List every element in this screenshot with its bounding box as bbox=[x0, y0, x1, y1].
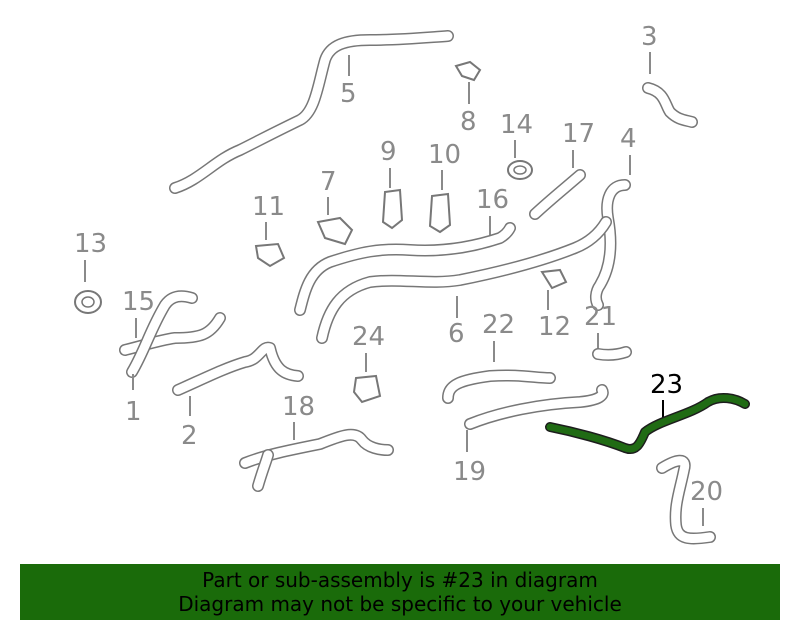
part-16-hose[interactable] bbox=[294, 222, 516, 316]
callout-14[interactable]: 14 bbox=[500, 110, 533, 140]
callout-24[interactable]: 24 bbox=[352, 322, 385, 352]
callout-23[interactable]: 23 bbox=[650, 370, 683, 400]
part-3-hose[interactable] bbox=[642, 82, 698, 128]
part-1-hose[interactable] bbox=[126, 290, 198, 378]
part-20-hose[interactable] bbox=[656, 454, 716, 545]
part-6-hose[interactable] bbox=[316, 216, 612, 344]
part-7-clip[interactable] bbox=[316, 216, 354, 246]
part-12-clip[interactable] bbox=[540, 268, 568, 290]
callout-22[interactable]: 22 bbox=[482, 310, 515, 340]
part-17-hose[interactable] bbox=[529, 169, 586, 220]
callout-16[interactable]: 16 bbox=[476, 185, 509, 215]
callout-20[interactable]: 20 bbox=[690, 477, 723, 507]
banner-line-disclaimer: Diagram may not be specific to your vehi… bbox=[178, 592, 622, 616]
part-5-hose[interactable] bbox=[169, 30, 454, 194]
callout-1[interactable]: 1 bbox=[125, 397, 142, 427]
callout-12[interactable]: 12 bbox=[538, 312, 571, 342]
callout-10[interactable]: 10 bbox=[428, 140, 461, 170]
callout-7[interactable]: 7 bbox=[320, 167, 337, 197]
callout-13[interactable]: 13 bbox=[74, 229, 107, 259]
callout-18[interactable]: 18 bbox=[282, 392, 315, 422]
callout-2[interactable]: 2 bbox=[181, 421, 198, 451]
part-11-clip[interactable] bbox=[254, 242, 286, 268]
part-10-bracket[interactable] bbox=[428, 192, 452, 234]
callout-17[interactable]: 17 bbox=[562, 119, 595, 149]
part-4-hose[interactable] bbox=[589, 179, 631, 311]
part-13-clamp[interactable] bbox=[74, 290, 102, 314]
part-23-hose-highlighted[interactable] bbox=[545, 392, 750, 454]
part-9-bracket[interactable] bbox=[381, 188, 404, 230]
callout-21[interactable]: 21 bbox=[584, 302, 617, 332]
part-2-hose[interactable] bbox=[172, 341, 304, 396]
part-21-hose[interactable] bbox=[592, 346, 632, 361]
banner-line-part: Part or sub-assembly is #23 in diagram bbox=[202, 568, 598, 592]
callout-6[interactable]: 6 bbox=[448, 319, 465, 349]
callout-19[interactable]: 19 bbox=[453, 457, 486, 487]
part-8-clip[interactable] bbox=[454, 60, 482, 82]
part-18-hose[interactable] bbox=[239, 428, 394, 492]
callout-5[interactable]: 5 bbox=[340, 79, 357, 109]
callout-4[interactable]: 4 bbox=[620, 124, 637, 154]
callout-15[interactable]: 15 bbox=[122, 287, 155, 317]
part-info-banner: Part or sub-assembly is #23 in diagram D… bbox=[20, 564, 780, 620]
parts-diagram: 5 8 3 14 17 4 9 10 7 bbox=[74, 22, 750, 545]
part-24-clip[interactable] bbox=[352, 374, 382, 404]
callout-9[interactable]: 9 bbox=[380, 137, 397, 167]
callout-3[interactable]: 3 bbox=[641, 22, 658, 52]
callout-11[interactable]: 11 bbox=[252, 192, 285, 222]
callout-8[interactable]: 8 bbox=[460, 107, 477, 137]
part-22-hose[interactable] bbox=[442, 369, 556, 404]
part-14-clamp[interactable] bbox=[507, 160, 533, 180]
part-19-hose[interactable] bbox=[464, 384, 609, 430]
